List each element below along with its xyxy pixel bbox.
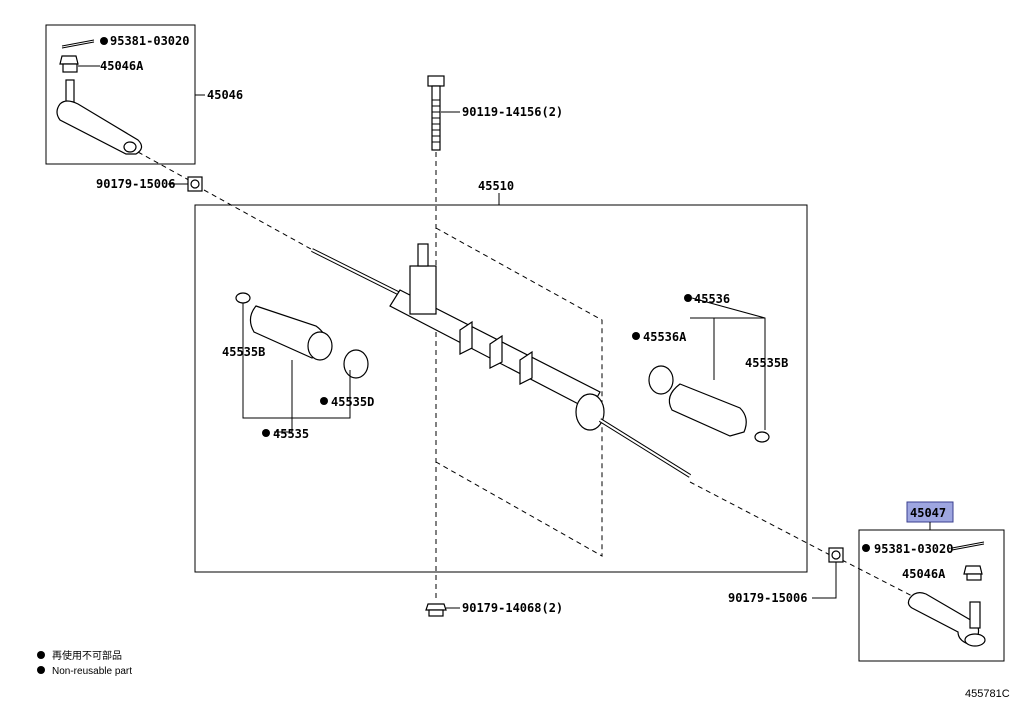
inset-box-45047 [858,529,1005,662]
non-reusable-dot-icon [632,332,640,340]
label-45046: 45046 [207,88,243,102]
legend-en: Non-reusable part [52,666,132,677]
tie-rod-end-right-icon [907,592,986,647]
label-45046A-top: 45046A [100,59,144,73]
main-box-45510 [194,204,808,573]
bolt-90119-icon [427,75,445,151]
non-reusable-dot-icon [862,544,870,552]
tie-rod-end-left-icon [56,79,143,155]
inset-box-45046 [45,24,205,165]
label-45047[interactable]: 45047 [910,506,946,520]
label-95381-top: 95381-03020 [110,34,189,48]
label-90179-15006-left: 90179-15006 [96,177,175,191]
nut-90179-14068-icon [425,603,447,617]
non-reusable-dot-icon [684,294,692,302]
cotter-pin-icon [61,39,95,49]
steering-rack-icon [311,243,692,478]
label-90119: 90119-14156(2) [462,105,563,119]
label-45535: 45535 [273,427,309,441]
non-reusable-dot-icon [37,666,45,674]
label-45046A-bottom: 45046A [902,567,946,581]
label-95381-bottom: 95381-03020 [874,542,953,556]
label-45535D: 45535D [331,395,374,409]
non-reusable-dot-icon [100,37,108,45]
reference-code: 455781C [965,688,1010,700]
label-45510: 45510 [478,179,514,193]
label-45535B-left: 45535B [222,345,265,359]
nut-90179-right-icon [828,547,844,563]
label-45535B-right: 45535B [745,356,788,370]
label-90179-15006-right: 90179-15006 [728,591,807,605]
non-reusable-dot-icon [37,651,45,659]
label-45536: 45536 [694,292,730,306]
label-45536A: 45536A [643,330,687,344]
boot-right-icon [648,365,770,443]
boot-left-icon [235,292,369,379]
non-reusable-dot-icon [262,429,270,437]
label-90179-14068: 90179-14068(2) [462,601,563,615]
legend-jp: 再使用不可部品 [52,649,122,662]
nut-45046A-right-icon [963,565,983,581]
nut-90179-left-icon [187,176,203,192]
non-reusable-dot-icon [320,397,328,405]
nut-icon [59,55,79,65]
legend: 再使用不可部品 Non-reusable part [37,649,132,677]
cotter-pin-icon [951,541,985,551]
